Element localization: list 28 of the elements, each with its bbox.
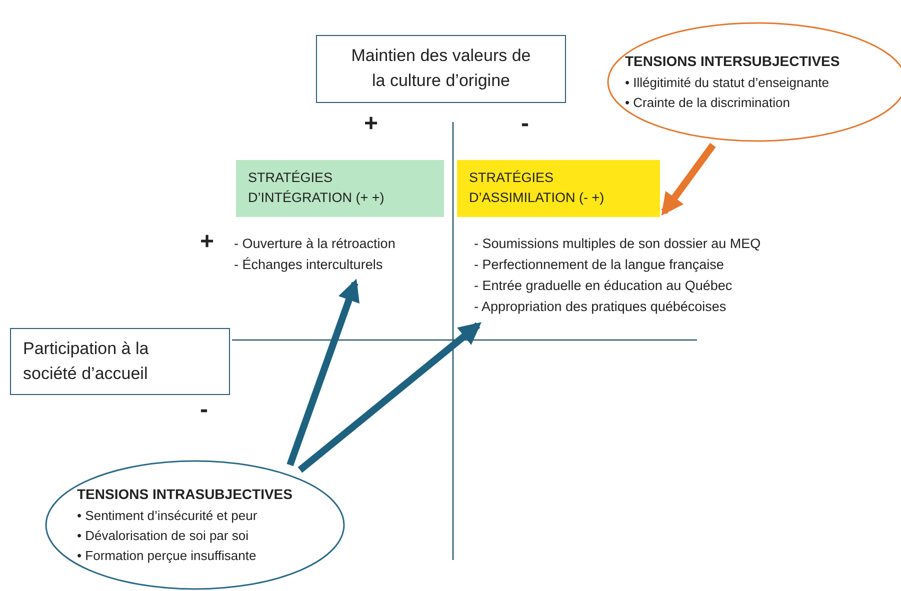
bullet-item: • Crainte de la discrimination	[625, 94, 791, 112]
sign-label: +	[364, 112, 378, 136]
tension-heading: TENSIONS INTRASUBJECTIVES	[77, 484, 294, 504]
strategy-box	[236, 160, 444, 217]
bullet-item: • Sentiment d’insécurité et peur	[77, 506, 258, 525]
strategy-box	[457, 160, 660, 217]
sign-label: +	[200, 230, 214, 254]
list-item: - Appropriation des pratiques québécoises	[474, 298, 728, 316]
list-item: - Échanges interculturels	[234, 256, 384, 274]
axis-title-box	[10, 328, 230, 395]
bullet-item: • Illégitimité du statut d’enseignante	[625, 74, 830, 92]
arrow	[286, 278, 360, 466]
strategy-heading: STRATÉGIES D’ASSIMILATION (- +)	[469, 169, 606, 208]
arrow	[661, 142, 716, 216]
axis-title: Participation à la société d’accueil	[23, 338, 150, 384]
arrow	[298, 322, 482, 473]
sign-label: -	[200, 398, 208, 422]
bullet-item: • Formation perçue insuffisante	[77, 546, 258, 565]
sign-label: -	[521, 112, 529, 136]
axis-title-box	[316, 35, 566, 103]
strategy-heading: STRATÉGIES D’INTÉGRATION (+ +)	[248, 169, 386, 208]
tension-heading: TENSIONS INTERSUBJECTIVES	[625, 52, 841, 72]
bullet-item: • Dévalorisation de soi par soi	[77, 526, 250, 545]
list-item: - Perfectionnement de la langue française	[474, 256, 725, 274]
list-item: - Soumissions multiples de son dossier au MEQ	[474, 235, 762, 253]
list-item: - Entrée graduelle en éducation au Québec	[474, 276, 734, 295]
list-item: - Ouverture à la rétroaction	[234, 235, 396, 253]
axis-title: Maintien des valeurs de la culture d’origine	[350, 45, 532, 92]
